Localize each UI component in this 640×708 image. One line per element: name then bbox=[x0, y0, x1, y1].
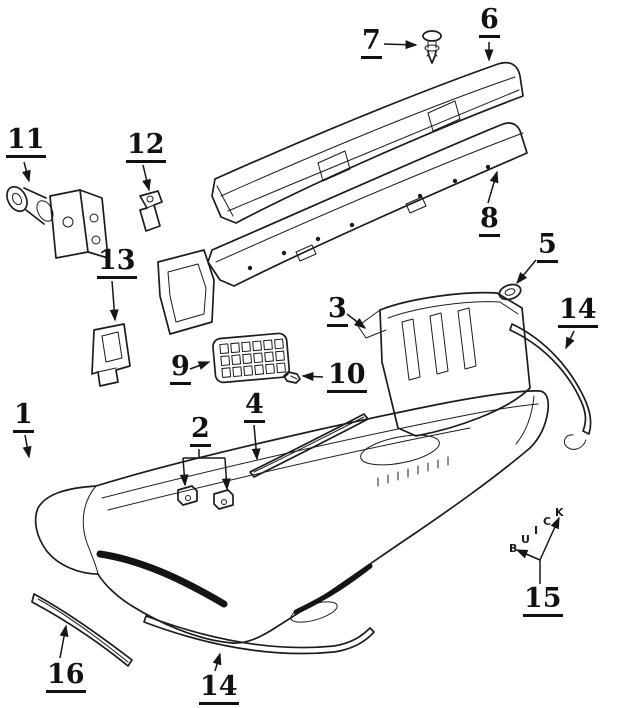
impact-bar-part bbox=[211, 61, 524, 224]
callout-8: 8 bbox=[479, 204, 500, 238]
retainer-clip-part bbox=[283, 371, 301, 384]
callout-2: 2 bbox=[190, 414, 211, 448]
callout-4: 4 bbox=[244, 390, 265, 424]
callout-9: 9 bbox=[170, 352, 191, 386]
callout-12: 12 bbox=[126, 130, 166, 164]
lettering-i: I bbox=[534, 524, 538, 537]
callout-10: 10 bbox=[327, 360, 367, 394]
callout-arrows bbox=[21, 40, 575, 672]
callout-5: 5 bbox=[537, 230, 558, 264]
callout-16: 16 bbox=[46, 660, 86, 694]
reinforcement-bar-part bbox=[157, 122, 528, 335]
small-bracket-part bbox=[139, 190, 163, 232]
callout-1: 1 bbox=[13, 400, 34, 434]
callout-7: 7 bbox=[361, 26, 382, 60]
callout-6: 6 bbox=[479, 5, 500, 39]
bumper-cover-part bbox=[34, 390, 550, 644]
bumper-bracket-part bbox=[6, 185, 109, 259]
lettering-b: B bbox=[509, 542, 517, 555]
filler-panel-part bbox=[357, 291, 531, 437]
lower-molding-part bbox=[143, 615, 375, 655]
callout-3: 3 bbox=[327, 294, 348, 328]
grille-insert-part bbox=[212, 332, 291, 384]
buick-lettering-part: B U I C K bbox=[509, 506, 564, 555]
callout-14-bottom: 14 bbox=[199, 672, 239, 706]
clip-pair-part bbox=[177, 485, 234, 510]
lower-left-molding-part bbox=[31, 593, 133, 667]
callout-13: 13 bbox=[97, 246, 137, 280]
callout-15: 15 bbox=[523, 584, 563, 618]
side-bracket-part bbox=[91, 323, 131, 387]
callout-11: 11 bbox=[6, 125, 46, 159]
lettering-k: K bbox=[555, 506, 564, 519]
callout-14-right: 14 bbox=[558, 295, 598, 329]
lettering-c: C bbox=[543, 515, 551, 528]
lettering-u: U bbox=[521, 533, 530, 546]
side-molding-part bbox=[509, 323, 592, 450]
grommet-part bbox=[498, 283, 522, 301]
push-pin-retainer-part bbox=[422, 30, 442, 64]
